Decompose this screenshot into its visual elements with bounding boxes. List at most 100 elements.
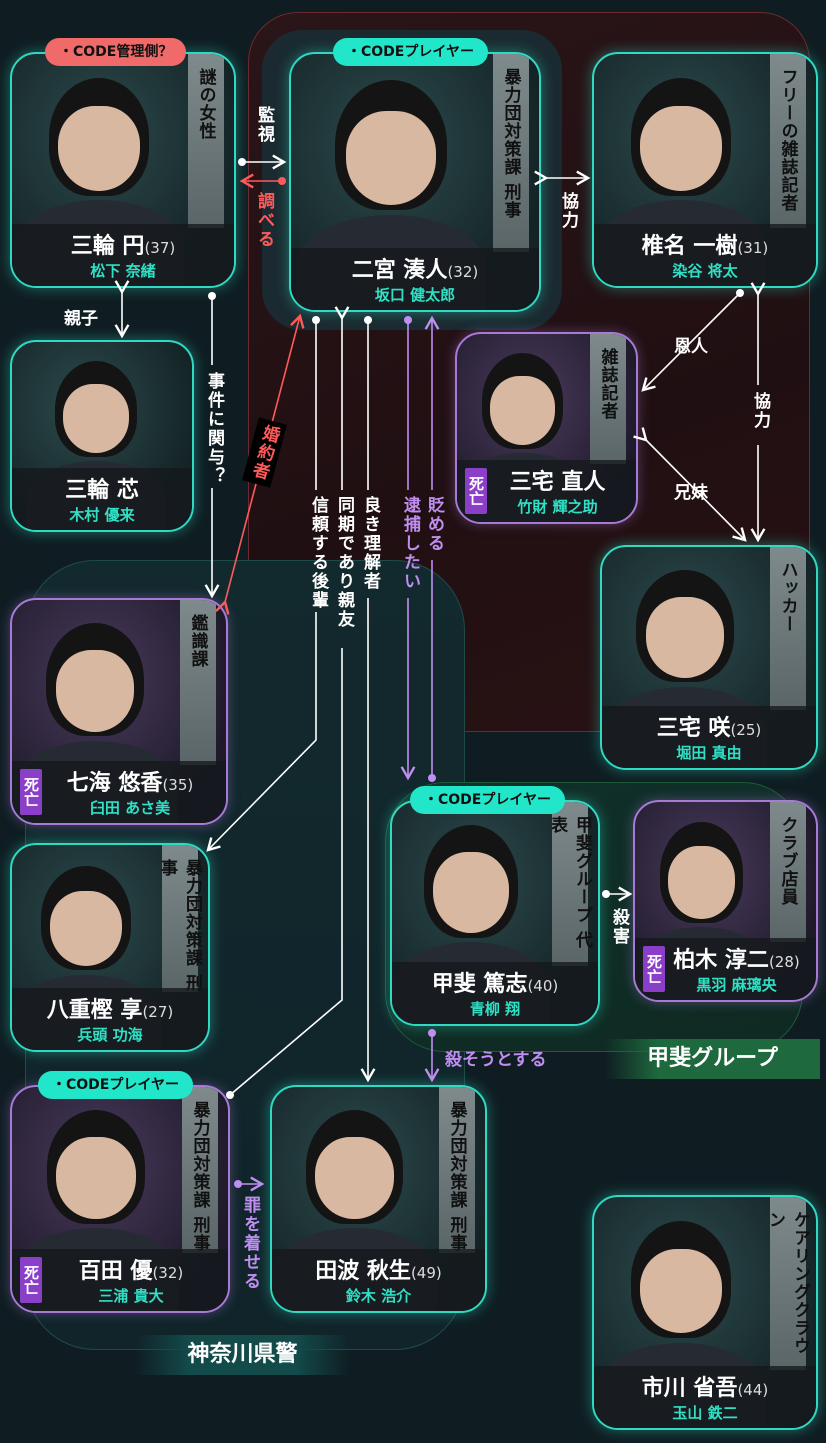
role-label: 暴力団対策課 刑事 [493,54,529,252]
name-band: 椎名 一樹(31) 染谷 将太 [594,224,816,286]
actor-name: 鈴木 浩介 [345,1287,412,1305]
character-name: 三宅 咲(25) [602,710,816,742]
name-text: 柏木 淳二 [673,948,769,973]
label-kyoryoku1: 協力 [558,192,578,230]
name-text: 三輪 円 [70,234,145,259]
label-satsugai: 殺害 [609,908,629,946]
label-otoshimeru: 貶める [424,496,444,553]
role-label: ケアリングクラウン [765,1197,810,1370]
character-card[interactable]: クラブ店員 柏木 淳二(28) 黒羽 麻璃央 死亡 [633,800,818,1002]
character-card[interactable]: 甲斐グループ 代表 甲斐 篤志(40) 青柳 翔 [390,800,600,1026]
actor-name: 木村 優来 [69,506,135,524]
actor-name: 竹財 輝之助 [517,498,598,516]
age-text: (31) [737,239,769,257]
name-text: 七海 悠香 [66,771,163,796]
actor-name: 玉山 鉄二 [672,1404,738,1422]
role-label: ハッカー [770,547,806,710]
code-badge: ・CODEプレイヤー [410,786,565,814]
name-text: 市川 省吾 [641,1376,738,1401]
name-band: 百田 優(32) 三浦 貴大 [12,1249,228,1311]
character-name: 甲斐 篤志(40) [392,966,598,998]
arrow-doki [230,318,342,1095]
character-card[interactable]: 暴力団対策課 刑事 田波 秋生(49) 鈴木 浩介 [270,1085,487,1313]
age-text: (40) [527,977,559,995]
name-band: 三輪 芯 木村 優来 [12,468,192,530]
arrow-kyodai [633,427,747,542]
role-label: クラブ店員 [770,802,806,942]
role-label: 暴力団対策課 刑事 [182,1087,218,1253]
character-card[interactable]: 暴力団対策課 刑事 八重樫 享(27) 兵頭 功海 [10,843,210,1052]
character-name: 百田 優(32) [12,1253,228,1285]
role-label: 暴力団対策課 刑事 [157,845,202,992]
character-card[interactable]: ケアリングクラウン 市川 省吾(44) 玉山 鉄二 [592,1195,818,1430]
label-taiho: 逮捕したい [400,496,420,591]
label-tsumi: 罪を着せる [240,1196,260,1291]
role-label: 雑誌記者 [590,334,626,464]
name-band: 三輪 円(37) 松下 奈緒 [12,224,234,286]
code-badge: ・CODEプレイヤー [38,1071,193,1099]
label-kyoryoku2: 協力 [750,392,770,430]
age-text: (27) [142,1003,174,1021]
character-card[interactable]: フリーの雑誌記者 椎名 一樹(31) 染谷 将太 [592,52,818,288]
age-text: (32) [152,1264,184,1282]
deceased-mark: 死亡 [20,1257,42,1303]
age-text: (44) [737,1381,769,1399]
label-kanshi: 監視 [254,106,274,144]
name-band: 甲斐 篤志(40) 青柳 翔 [392,962,598,1024]
role-label: 暴力団対策課 刑事 [439,1087,475,1253]
name-text: 二宮 湊人 [351,258,448,283]
age-text: (28) [768,953,800,971]
name-text: 田波 秋生 [315,1259,411,1284]
name-text: 椎名 一樹 [641,234,738,259]
character-name: 三宅 直人 [457,464,636,496]
character-card[interactable]: 三輪 芯 木村 優来 [10,340,194,532]
label-shiraberu: 調べる [254,192,274,249]
label-shinrai: 信頼する後輩 [308,496,328,610]
role-label: 謎の女性 [188,54,224,228]
character-name: 柏木 淳二(28) [635,942,816,974]
label-korosou: 殺そうとする [445,1050,547,1070]
name-text: 三宅 直人 [509,470,606,495]
role-label: フリーの雑誌記者 [770,54,806,228]
name-band: 三宅 咲(25) 堀田 真由 [602,706,816,768]
character-card[interactable]: 雑誌記者 三宅 直人 竹財 輝之助 死亡 [455,332,638,524]
role-label: 甲斐グループ 代表 [547,802,592,966]
actor-name: 兵頭 功海 [77,1026,143,1044]
age-text: (35) [162,776,194,794]
name-band: 柏木 淳二(28) 黒羽 麻璃央 [635,938,816,1000]
name-band: 田波 秋生(49) 鈴木 浩介 [272,1249,485,1311]
character-card[interactable]: ハッカー 三宅 咲(25) 堀田 真由 [600,545,818,770]
actor-name: 三浦 貴大 [98,1287,164,1305]
actor-name: 堀田 真由 [676,744,742,762]
age-text: (25) [730,721,762,739]
actor-name: 坂口 健太郎 [374,286,456,304]
group-label-kai: 甲斐グループ [605,1039,820,1079]
character-card[interactable]: 鑑識課 七海 悠香(35) 臼田 あさ美 死亡 [10,598,228,825]
label-rikai: 良き理解者 [360,496,380,591]
actor-name: 染谷 将太 [672,262,738,280]
character-card[interactable]: 暴力団対策課 刑事 百田 優(32) 三浦 貴大 死亡 [10,1085,230,1313]
name-text: 八重樫 享 [46,998,143,1023]
character-name: 椎名 一樹(31) [594,228,816,260]
deceased-mark: 死亡 [465,468,487,514]
character-name: 市川 省吾(44) [594,1370,816,1402]
age-text: (37) [144,239,176,257]
code-badge: ・CODE管理側？ [45,38,187,66]
group-label-police: 神奈川県警 [135,1335,350,1375]
name-band: 二宮 湊人(32) 坂口 健太郎 [291,248,539,310]
name-band: 八重樫 享(27) 兵頭 功海 [12,988,208,1050]
label-jiken: 事件に関与？ [204,372,224,486]
arrow-onjin [641,289,744,392]
name-text: 百田 優 [78,1259,153,1284]
name-band: 市川 省吾(44) 玉山 鉄二 [594,1366,816,1428]
name-text: 三宅 咲 [656,716,731,741]
age-text: (49) [410,1264,442,1282]
label-oyako: 親子 [64,309,98,329]
character-card[interactable]: 謎の女性 三輪 円(37) 松下 奈緒 [10,52,236,288]
character-card[interactable]: 暴力団対策課 刑事 二宮 湊人(32) 坂口 健太郎 [289,52,541,312]
character-name: 七海 悠香(35) [12,765,226,797]
name-text: 甲斐 篤志 [431,972,528,997]
code-badge: ・CODEプレイヤー [333,38,488,66]
actor-name: 青柳 翔 [469,1000,521,1018]
